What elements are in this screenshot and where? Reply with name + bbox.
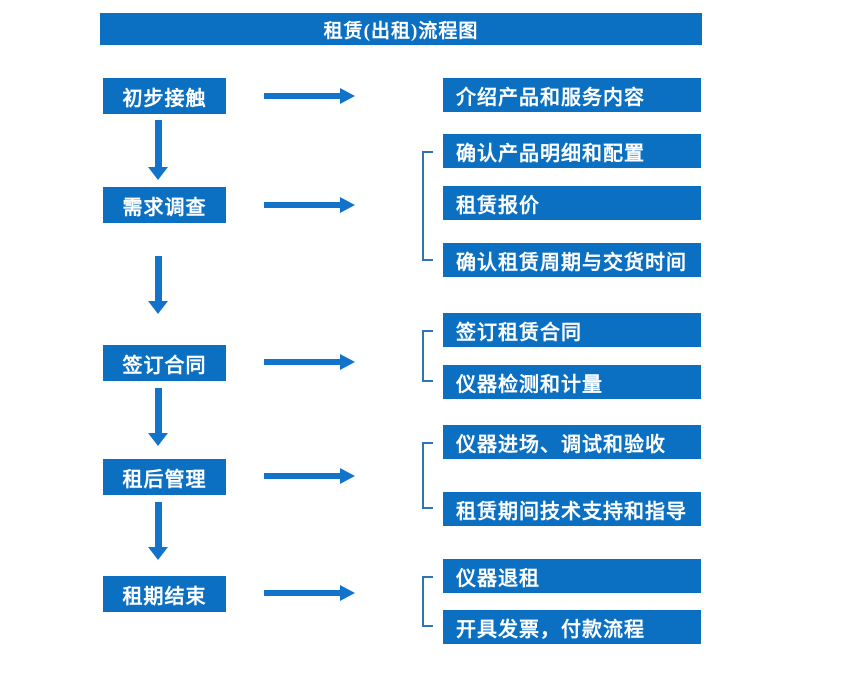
output-box: 租赁期间技术支持和指导 [443,492,701,526]
arrow-shaft [155,388,162,433]
right-arrow-icon [264,354,355,370]
output-box: 仪器退租 [443,559,701,593]
output-box: 租赁报价 [443,186,701,220]
arrow-head [340,88,355,104]
down-arrow-icon [148,256,168,314]
output-box: 确认产品明细和配置 [443,134,701,168]
output-box: 介绍产品和服务内容 [443,78,701,112]
step-box-sign-contract: 签订合同 [103,345,226,381]
down-arrow-icon [148,120,168,180]
arrow-shaft [264,590,340,596]
step-box-initial-contact: 初步接触 [103,78,226,114]
output-box: 仪器检测和计量 [443,365,701,399]
right-arrow-icon [264,585,355,601]
arrow-head [148,167,168,180]
arrow-head [340,585,355,601]
down-arrow-icon [148,388,168,446]
group-bracket [422,151,433,261]
arrow-shaft [264,93,340,99]
arrow-head [148,547,168,560]
step-box-post-rental: 租后管理 [103,459,226,495]
output-box: 开具发票，付款流程 [443,610,701,644]
arrow-head [340,468,355,484]
arrow-shaft [155,120,162,167]
group-bracket [422,330,433,382]
arrow-head [340,354,355,370]
right-arrow-icon [264,468,355,484]
arrow-shaft [155,502,162,547]
group-bracket [422,442,433,509]
right-arrow-icon [264,197,355,213]
arrow-head [148,301,168,314]
output-box: 仪器进场、调试和验收 [443,425,701,459]
arrow-head [148,433,168,446]
arrow-shaft [264,202,340,208]
step-box-rental-end: 租期结束 [103,576,226,612]
arrow-shaft [264,359,340,365]
output-box: 签订租赁合同 [443,313,701,347]
step-box-demand-survey: 需求调查 [103,187,226,223]
arrow-shaft [264,473,340,479]
diagram-title: 租赁(出租)流程图 [100,13,702,45]
output-box: 确认租赁周期与交货时间 [443,243,701,277]
arrow-head [340,197,355,213]
right-arrow-icon [264,88,355,104]
arrow-shaft [155,256,162,301]
group-bracket [422,576,433,627]
down-arrow-icon [148,502,168,560]
